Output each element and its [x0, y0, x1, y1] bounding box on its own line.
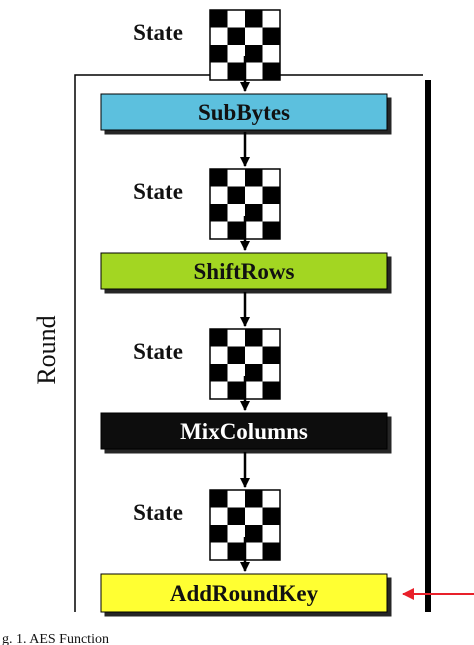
step-mixcolumns: MixColumns	[100, 412, 388, 450]
state-cell	[262, 542, 280, 560]
state-cell	[210, 490, 228, 508]
round-label: Round	[32, 315, 61, 384]
step-addroundkey: AddRoundKey	[100, 573, 388, 613]
state-label: State	[133, 20, 183, 45]
state-label: State	[133, 339, 183, 364]
state-cell	[262, 62, 280, 80]
step-label: ShiftRows	[194, 259, 295, 284]
state-cell	[227, 221, 245, 239]
state-cell	[245, 169, 263, 187]
state-cell	[210, 169, 228, 187]
state-label: State	[133, 179, 183, 204]
state-cell	[262, 186, 280, 204]
step-label: AddRoundKey	[170, 581, 319, 606]
step-label: MixColumns	[180, 419, 308, 444]
state-cell	[262, 221, 280, 239]
state-block-1: State	[133, 9, 281, 81]
state-label: State	[133, 500, 183, 525]
state-cell	[210, 364, 228, 382]
state-cell	[262, 381, 280, 399]
state-cell	[227, 186, 245, 204]
state-cell	[227, 27, 245, 45]
round-frame	[74, 74, 431, 612]
state-block-2: State	[133, 168, 281, 240]
state-cell	[227, 381, 245, 399]
step-label: SubBytes	[198, 100, 290, 125]
state-cell	[210, 329, 228, 347]
state-cell	[227, 542, 245, 560]
state-cell	[210, 10, 228, 28]
state-cell	[262, 507, 280, 525]
state-block-4: State	[133, 489, 281, 561]
state-cell	[245, 45, 263, 63]
state-cell	[210, 45, 228, 63]
state-cell	[245, 329, 263, 347]
step-subbytes: SubBytes	[100, 93, 388, 131]
step-box	[100, 252, 388, 290]
step-box	[100, 93, 388, 131]
state-matrix-icon	[209, 168, 281, 240]
state-cell	[227, 62, 245, 80]
step-box	[100, 573, 388, 613]
state-cell	[245, 10, 263, 28]
state-cell	[245, 525, 263, 543]
state-cell	[245, 490, 263, 508]
state-cell	[210, 525, 228, 543]
state-matrix-icon	[209, 328, 281, 400]
state-cell	[245, 364, 263, 382]
state-cell	[227, 346, 245, 364]
state-cell	[262, 346, 280, 364]
state-cell	[210, 204, 228, 222]
state-cell	[245, 204, 263, 222]
state-cell	[227, 507, 245, 525]
state-cell	[262, 27, 280, 45]
step-shiftrows: ShiftRows	[100, 252, 388, 290]
state-block-3: State	[133, 328, 281, 400]
step-box	[100, 412, 388, 450]
figure-caption: g. 1. AES Function	[2, 632, 109, 645]
